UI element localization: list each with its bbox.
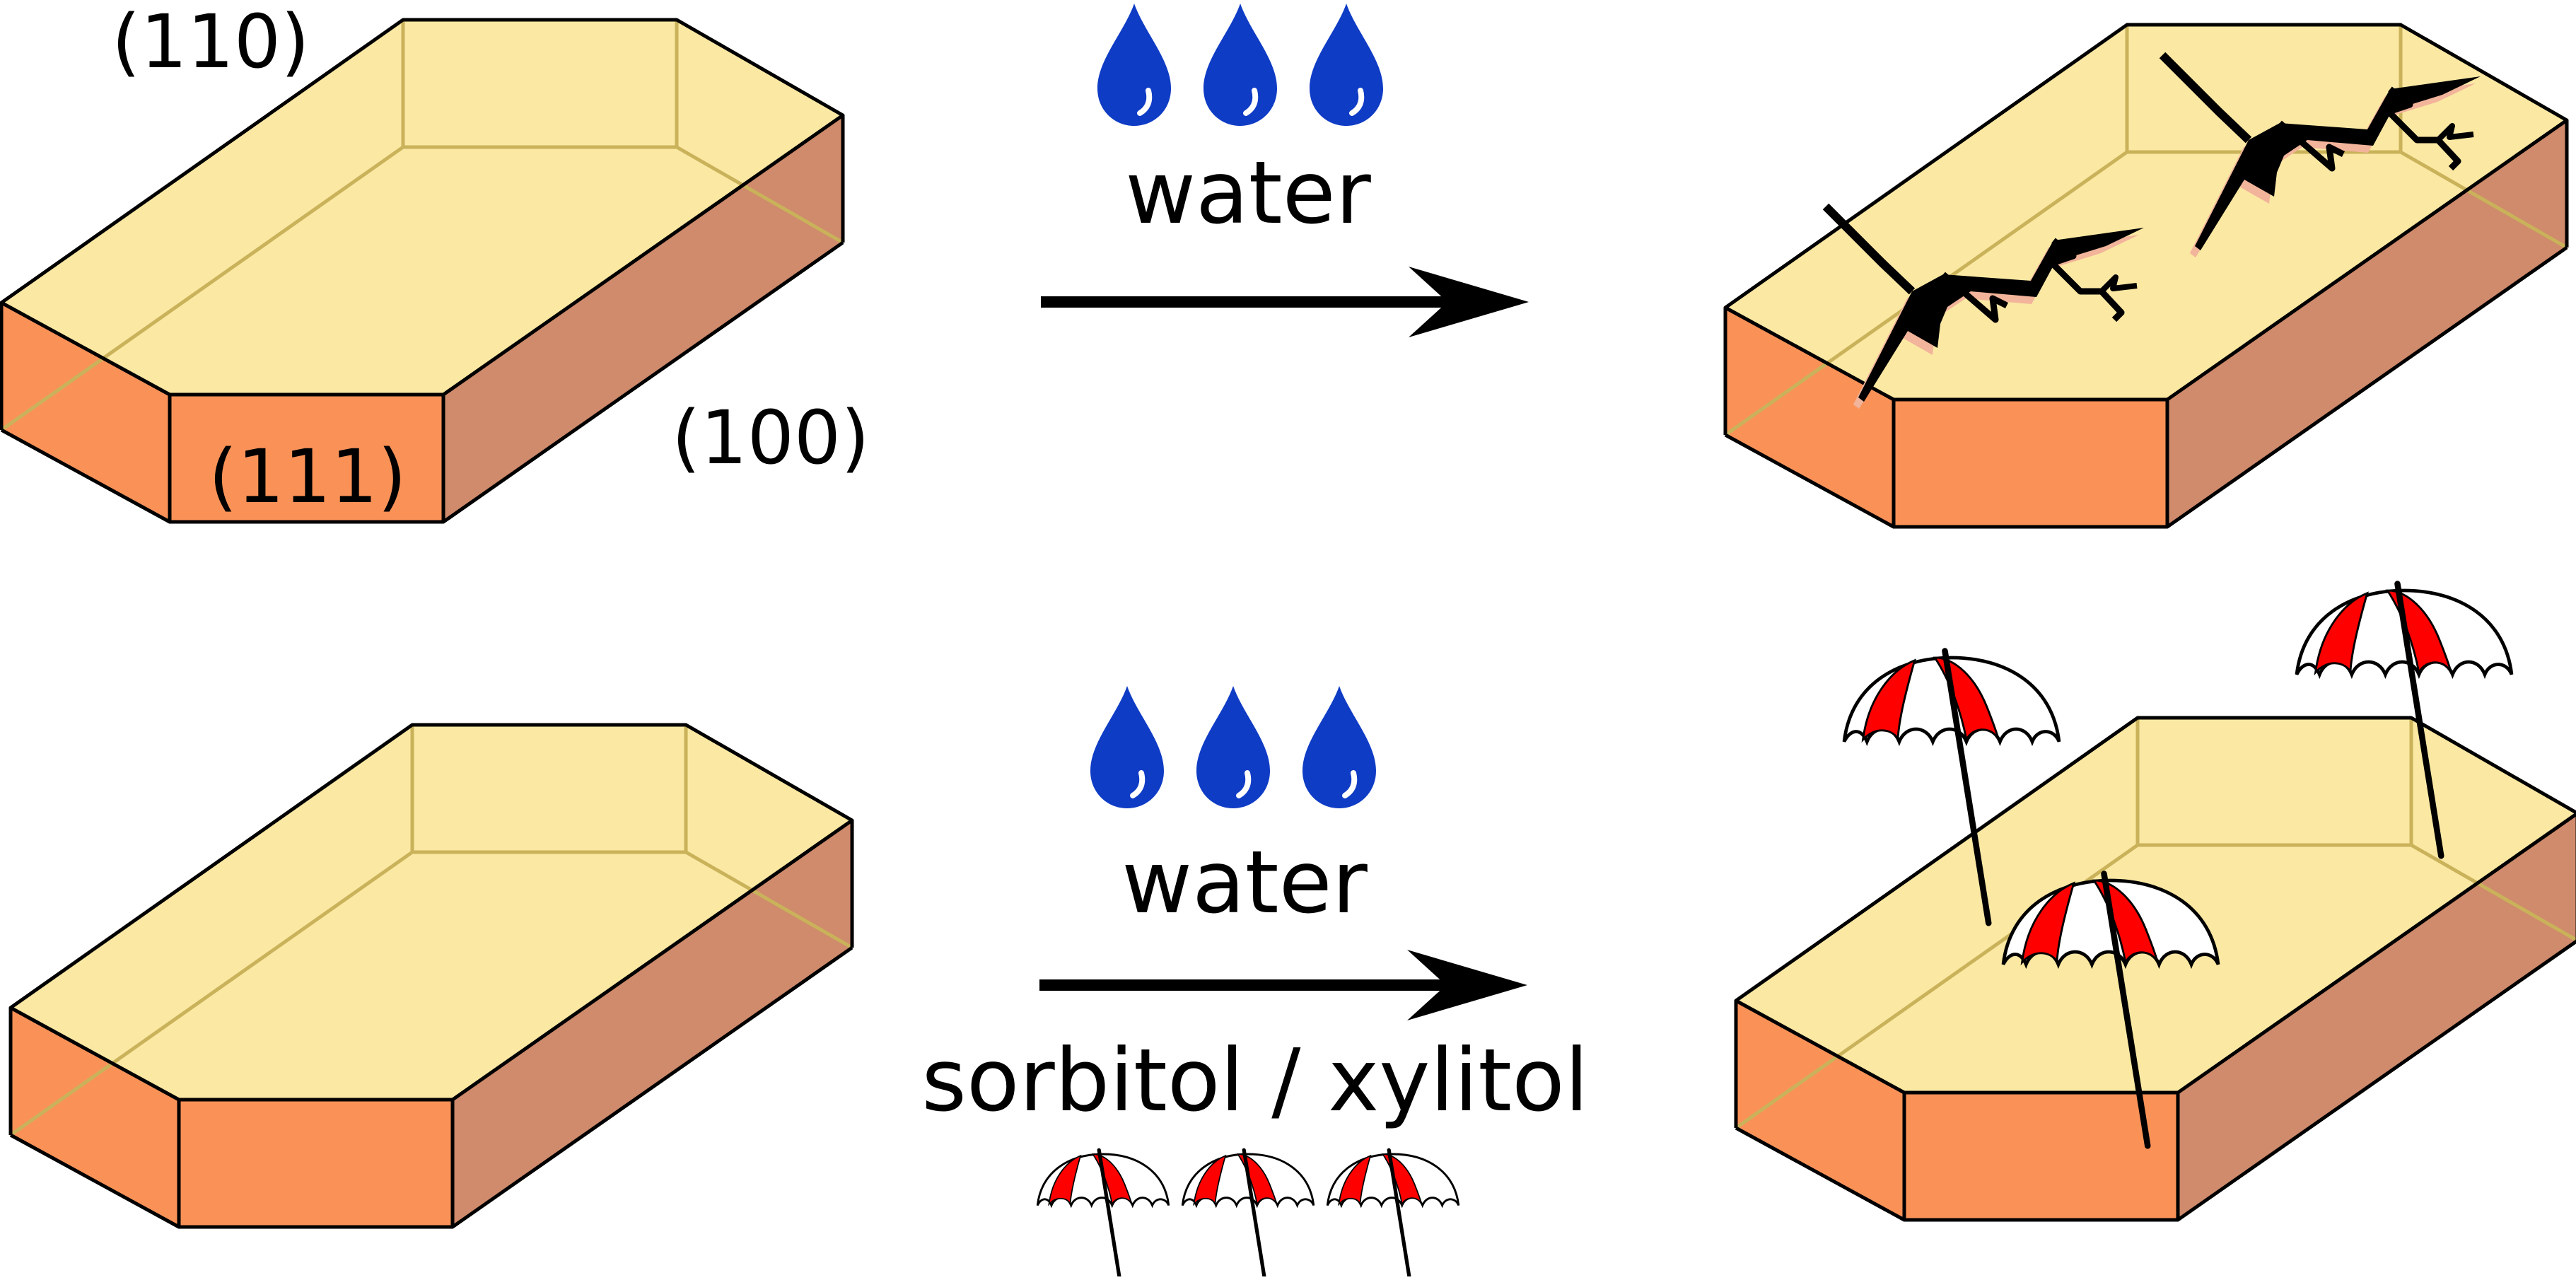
water-drop-icon xyxy=(1302,686,1376,808)
face-110-label: (110) xyxy=(112,0,310,85)
reaction-arrow-icon xyxy=(1041,267,1529,337)
face-111-label: (111) xyxy=(209,434,407,520)
additive-label: sorbitol / xylitol xyxy=(921,1030,1588,1131)
umbrella-icon xyxy=(1327,1150,1459,1276)
umbrellas-small xyxy=(1037,1150,1459,1276)
water-drop-icon xyxy=(1090,686,1164,808)
water-drop-icon xyxy=(1204,4,1277,126)
umbrella-icon xyxy=(1182,1150,1314,1276)
reagent-label-top: water xyxy=(1125,143,1371,243)
water-drop-icon xyxy=(1196,686,1270,808)
water-drop-icon xyxy=(1097,4,1171,126)
face-100-label: (100) xyxy=(672,395,870,481)
water-drops-bottom xyxy=(1090,686,1376,808)
water-drop-icon xyxy=(1310,4,1383,126)
reagent-label-bottom: water xyxy=(1121,832,1368,933)
crystal-protected xyxy=(1736,718,2576,1220)
crystal-pristine-bottom xyxy=(11,725,852,1227)
reaction-arrow-icon xyxy=(1039,950,1527,1020)
water-drops-top xyxy=(1097,4,1383,126)
umbrella-icon xyxy=(1037,1150,1169,1276)
